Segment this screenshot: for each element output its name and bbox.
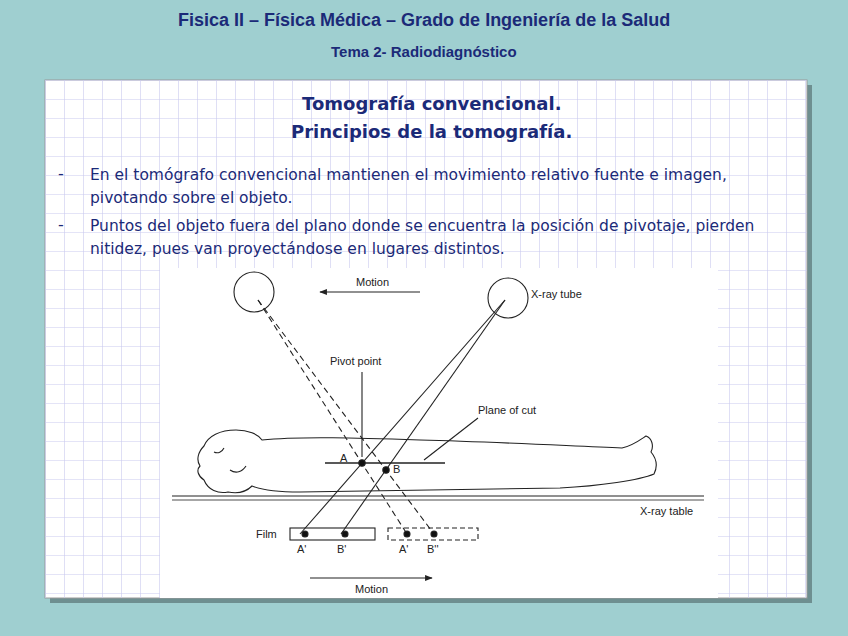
bullet-text: En el tomógrafo convencional mantienen e… — [90, 164, 802, 210]
tube-label: X-ray tube — [531, 287, 582, 301]
film-label: Film — [256, 527, 277, 541]
pivot-label: Pivot point — [330, 354, 381, 368]
tomography-illustration — [160, 268, 718, 598]
section-title: Principios de la tomografía. — [291, 120, 572, 143]
bullet-dash: - — [58, 215, 64, 235]
slide-subheader: Tema 2- Radiodiagnóstico — [331, 42, 517, 61]
image-point-label: A' — [297, 542, 306, 556]
image-point-label: B'' — [427, 542, 439, 556]
bullet-dash: - — [58, 164, 64, 184]
point-label: A — [340, 451, 347, 465]
image-point-label: B' — [337, 542, 346, 556]
table-label: X-ray table — [640, 504, 693, 518]
bullet-text: Puntos del objeto fuera del plano donde … — [90, 215, 802, 261]
grid-lines — [45, 80, 807, 598]
grid-panel — [45, 80, 807, 598]
image-point-label: A' — [399, 542, 408, 556]
point-label: B — [393, 462, 400, 476]
motion-label: Motion — [355, 582, 388, 596]
section-title: Tomografía convencional. — [302, 92, 561, 115]
slide-header: Fisica II – Física Médica – Grado de Ing… — [178, 9, 670, 32]
plane-label: Plane of cut — [478, 403, 536, 417]
motion-label: Motion — [356, 275, 389, 289]
